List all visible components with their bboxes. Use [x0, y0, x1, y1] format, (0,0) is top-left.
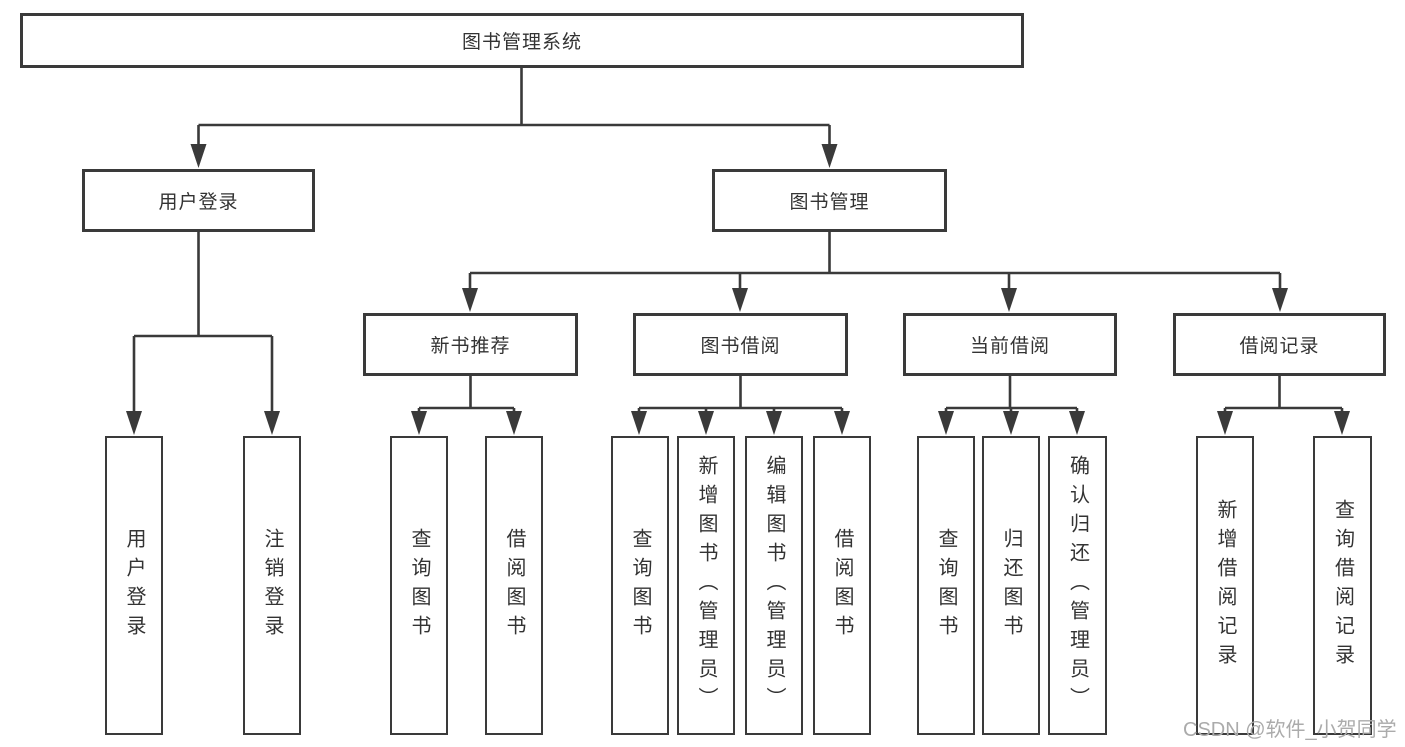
- node-leaf-add-book-admin: 新增图书（管理员）: [677, 436, 735, 735]
- node-borrow-records: 借阅记录: [1173, 313, 1386, 376]
- node-leaf-query-book-recommend: 查询图书: [390, 436, 448, 735]
- connector-user-login-to-leaves: [126, 232, 280, 435]
- arrowhead-icon: [766, 411, 782, 435]
- node-label: 查询图书: [629, 527, 651, 644]
- node-label: 查询图书: [408, 527, 430, 644]
- arrowhead-icon: [1334, 411, 1350, 435]
- arrowhead-icon: [834, 411, 850, 435]
- node-leaf-borrow-book-recommend: 借阅图书: [485, 436, 543, 735]
- arrowhead-icon: [821, 144, 838, 168]
- node-book-borrow: 图书借阅: [633, 313, 848, 376]
- node-label: 新增图书（管理员）: [695, 455, 717, 716]
- arrowhead-icon: [462, 288, 478, 312]
- node-leaf-logout-login: 注销登录: [243, 436, 301, 735]
- arrowhead-icon: [1001, 288, 1017, 312]
- node-label: 借阅图书: [503, 527, 525, 644]
- connector-book-borrow-to-leaves: [631, 376, 850, 435]
- node-library-management-system: 图书管理系统: [20, 13, 1024, 68]
- node-leaf-query-book-borrow: 查询图书: [611, 436, 669, 735]
- node-label: 图书管理系统: [461, 32, 582, 53]
- node-label: 查询图书: [935, 527, 957, 644]
- node-label: 借阅图书: [831, 527, 853, 644]
- node-current-borrow: 当前借阅: [903, 313, 1117, 376]
- arrowhead-icon: [411, 411, 427, 435]
- connector-borrow-records-to-leaves: [1217, 376, 1350, 435]
- arrowhead-icon: [732, 288, 748, 312]
- node-label: 编辑图书（管理员）: [763, 455, 785, 716]
- arrowhead-icon: [190, 144, 207, 168]
- node-label: 新书推荐: [430, 336, 511, 357]
- node-book-management: 图书管理: [712, 169, 947, 232]
- node-label: 借阅记录: [1239, 336, 1320, 357]
- node-leaf-query-borrow-record: 查询借阅记录: [1313, 436, 1372, 735]
- node-new-book-recommend: 新书推荐: [363, 313, 578, 376]
- arrowhead-icon: [1069, 411, 1085, 435]
- node-label: 图书借阅: [700, 336, 781, 357]
- arrowhead-icon: [1003, 411, 1019, 435]
- node-leaf-query-book-current: 查询图书: [917, 436, 975, 735]
- connector-book-management-to-level3: [462, 232, 1288, 312]
- node-label: 用户登录: [123, 527, 145, 644]
- node-label: 当前借阅: [969, 336, 1050, 357]
- node-label: 归还图书: [1000, 527, 1022, 644]
- node-leaf-user-login: 用户登录: [105, 436, 163, 735]
- csdn-watermark: CSDN @软件_小贺同学: [1183, 719, 1397, 741]
- node-leaf-confirm-return-admin: 确认归还（管理员）: [1048, 436, 1107, 735]
- arrowhead-icon: [1272, 288, 1288, 312]
- node-label: 确认归还（管理员）: [1066, 455, 1089, 716]
- node-label: 查询借阅记录: [1331, 498, 1354, 673]
- connector-root-to-level2: [190, 68, 838, 168]
- node-label: 图书管理: [789, 192, 870, 213]
- connector-current-borrow-to-leaves: [938, 376, 1085, 435]
- node-user-login: 用户登录: [82, 169, 315, 232]
- arrowhead-icon: [264, 411, 280, 435]
- node-leaf-add-borrow-record: 新增借阅记录: [1196, 436, 1254, 735]
- node-label: 用户登录: [158, 192, 239, 213]
- node-label: 注销登录: [261, 527, 283, 644]
- node-leaf-edit-book-admin: 编辑图书（管理员）: [745, 436, 803, 735]
- connector-new-book-recommend-to-leaves: [411, 376, 522, 435]
- node-label: 新增借阅记录: [1214, 498, 1236, 673]
- arrowhead-icon: [698, 411, 714, 435]
- node-leaf-return-book: 归还图书: [982, 436, 1040, 735]
- arrowhead-icon: [126, 411, 142, 435]
- arrowhead-icon: [506, 411, 522, 435]
- node-leaf-borrow-book: 借阅图书: [813, 436, 871, 735]
- arrowhead-icon: [631, 411, 647, 435]
- arrowhead-icon: [938, 411, 954, 435]
- arrowhead-icon: [1217, 411, 1233, 435]
